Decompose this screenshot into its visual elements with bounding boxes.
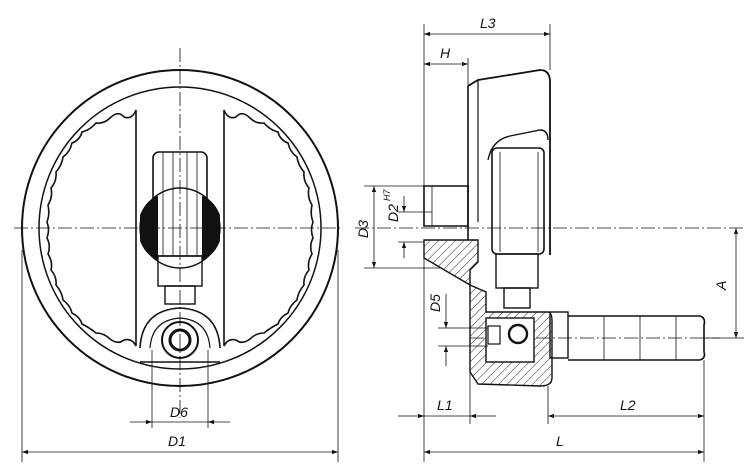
d2-tolerance-label: H7 <box>382 189 392 201</box>
hub-boss-upper <box>423 185 469 227</box>
hub-section-hatched <box>423 239 479 287</box>
handle-collar <box>549 311 569 359</box>
crank-pin <box>164 285 196 305</box>
side-view: L3 H D3 D2 H7 D5 A L1 <box>355 15 745 462</box>
l-label: L <box>556 433 564 449</box>
h-label: H <box>440 45 451 61</box>
l3-label: L3 <box>480 15 496 31</box>
handle-seat-inner <box>149 317 211 349</box>
side-crank-neck <box>495 253 539 289</box>
d3-label: D3 <box>355 220 371 238</box>
rotating-handle <box>568 315 706 361</box>
rim-recess <box>487 129 549 161</box>
d5-label: D5 <box>427 294 443 312</box>
handle-boss-inner <box>168 328 192 352</box>
handwheel-outer-rim <box>21 69 339 387</box>
rim-upper-profile <box>467 69 551 255</box>
front-view: D6 D1 <box>14 48 340 462</box>
handwheel-inner-rim <box>38 86 322 370</box>
d6-label: D6 <box>170 404 188 420</box>
handle-boss-outer <box>161 321 199 359</box>
right-web-scalloped <box>223 109 314 347</box>
l2-label: L2 <box>620 397 636 413</box>
d2-label: D2 <box>385 204 401 222</box>
locking-ball <box>507 323 529 345</box>
side-crank-pin <box>503 287 531 309</box>
hub-right-shading <box>202 196 220 260</box>
d1-label: D1 <box>168 433 186 449</box>
hub-left-shading <box>140 196 158 260</box>
a-label: A <box>713 281 729 291</box>
l1-label: L1 <box>437 397 453 413</box>
spring-plunger <box>487 325 501 345</box>
left-web-scalloped <box>46 109 137 347</box>
handle-seat <box>139 307 221 349</box>
